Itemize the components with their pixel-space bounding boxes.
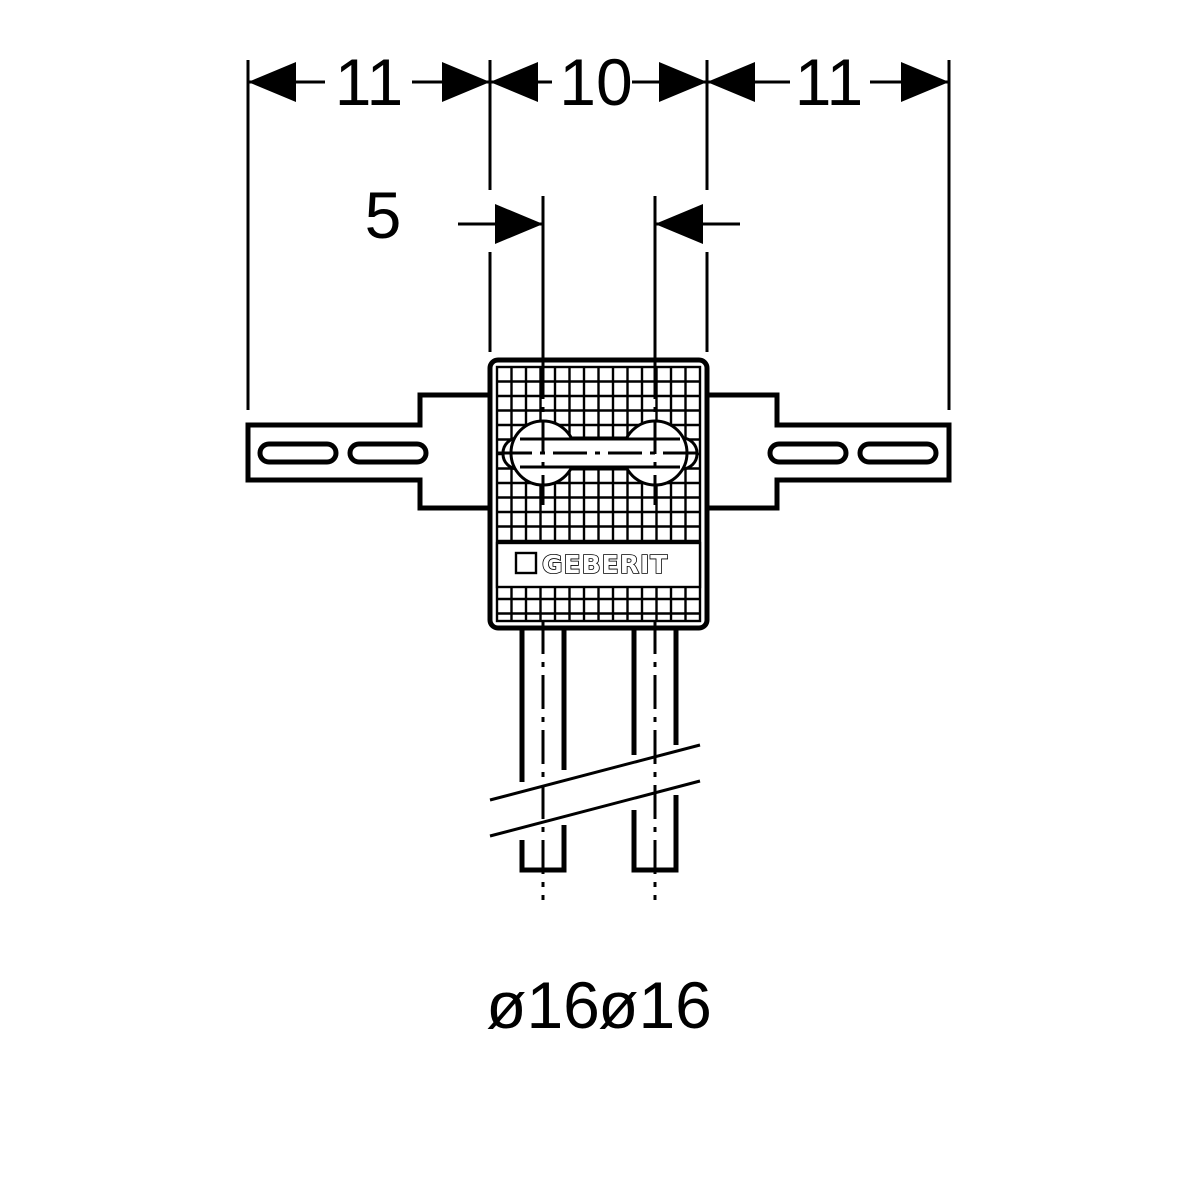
mounting-slot: [257, 441, 339, 465]
arrowhead: [442, 62, 490, 102]
mounting-bracket: [245, 392, 952, 511]
arrowhead: [490, 62, 538, 102]
dimension-right-width: 11: [795, 45, 864, 119]
logo-square-icon: [514, 551, 538, 575]
offset-dimension: [458, 204, 740, 244]
top-dimension-chain: [248, 62, 949, 102]
arrowhead: [495, 204, 543, 244]
right-pipe-diameter: ø16: [598, 968, 712, 1042]
block-centerlines: [498, 365, 700, 505]
connector-block: GEBERIT: [487, 357, 710, 631]
arrowhead: [707, 62, 755, 102]
right-pipe: [631, 628, 679, 873]
arrowhead: [659, 62, 707, 102]
left-pipe-diameter: ø16: [486, 968, 600, 1042]
mounting-slot: [347, 441, 429, 465]
grid-frame: [495, 365, 702, 623]
left-pipe: [519, 628, 567, 873]
arrowhead: [248, 62, 296, 102]
dimension-left-width: 11: [335, 45, 404, 119]
dimension-center-width: 10: [559, 45, 632, 119]
arrowhead: [901, 62, 949, 102]
arrowhead: [655, 204, 703, 244]
dimension-offset: 5: [365, 178, 402, 252]
mounting-slot: [857, 441, 939, 465]
brand-logo-text: GEBERIT: [542, 550, 668, 579]
pipe-centerlines: [541, 620, 657, 900]
break-lines: [489, 743, 701, 838]
mounting-slot: [767, 441, 849, 465]
